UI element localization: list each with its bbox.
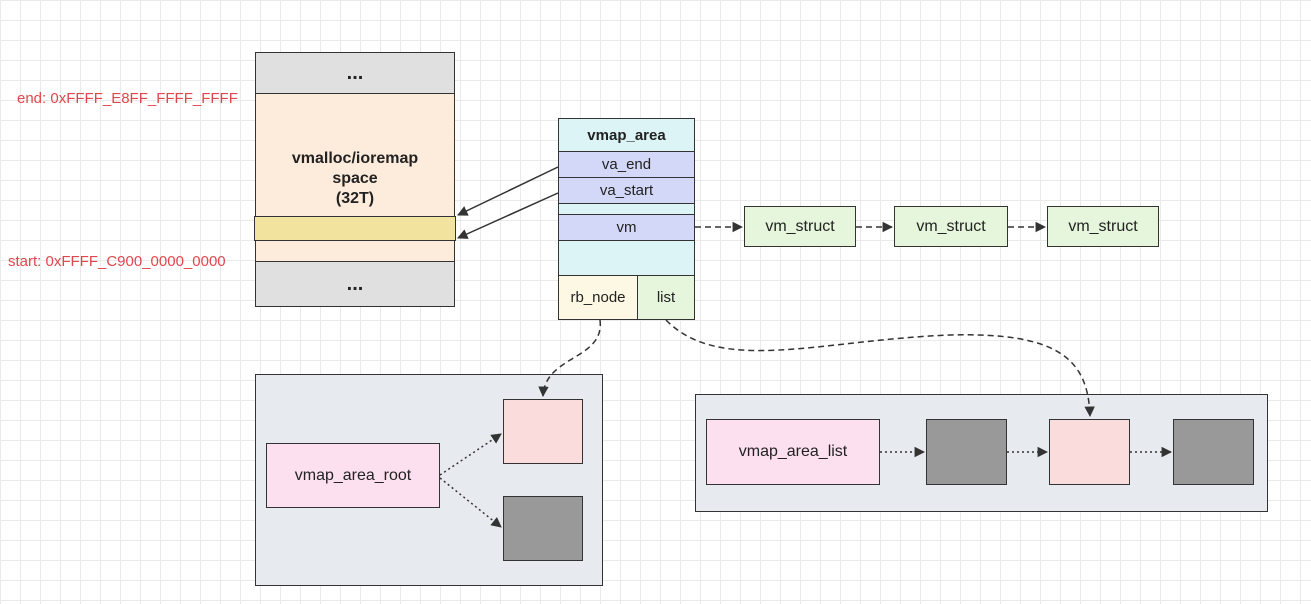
top-ellipsis-text: ...: [346, 61, 364, 84]
vmap-area-header: vmap_area: [558, 118, 695, 152]
list-to-chain-arrow: [665, 319, 1095, 418]
vm-struct-2: vm_struct: [894, 206, 1008, 247]
memory-bottom-ellipsis: ...: [255, 261, 455, 307]
rb-child-node-gray: [503, 496, 583, 561]
vm-label: vm: [616, 219, 637, 236]
vm-struct-1: vm_struct: [744, 206, 856, 247]
vmap-area-title: vmap_area: [587, 126, 666, 144]
va-start-arrow: [457, 192, 559, 239]
vm-struct-3-label: vm_struct: [1068, 217, 1138, 235]
vmalloc-allocated-block: [254, 216, 456, 241]
vmap-area-root-node: vmap_area_root: [266, 443, 440, 508]
rb-node-to-tree-arrow: [538, 319, 601, 398]
start-address-label: start: 0xFFFF_C900_0000_0000: [8, 253, 226, 270]
vm-struct-1-label: vm_struct: [765, 217, 835, 235]
vmap-area-list-label: vmap_area_list: [738, 443, 848, 460]
vmalloc-region: vmalloc/ioremap space (32T): [255, 93, 455, 217]
va-start-label: va_start: [599, 182, 654, 199]
list-node-gray-2: [1173, 419, 1254, 485]
list-node-pink: [1049, 419, 1130, 485]
list-label: list: [656, 289, 676, 306]
va-end-field: va_end: [558, 151, 695, 178]
va-end-label: va_end: [601, 156, 652, 173]
vm-struct-2-label: vm_struct: [916, 217, 986, 235]
bottom-ellipsis-text: ...: [346, 272, 364, 295]
memory-top-ellipsis: ...: [255, 52, 455, 94]
root-to-pink-child: [439, 433, 502, 476]
va-start-field: va_start: [558, 177, 695, 204]
rb-child-node-pink: [503, 399, 583, 464]
vm-struct-3: vm_struct: [1047, 206, 1159, 247]
list-node-gray-1: [926, 419, 1007, 485]
rb-node-label: rb_node: [570, 289, 626, 306]
vmap-area-body: [558, 240, 695, 276]
list-field: list: [637, 275, 695, 320]
vmap-area-root-label: vmap_area_root: [294, 466, 412, 484]
va-end-arrow: [457, 166, 559, 216]
vmap-area-list-head: vmap_area_list: [706, 419, 880, 485]
vmalloc-region-title: vmalloc/ioremap space (32T): [291, 150, 419, 207]
end-address-label: end: 0xFFFF_E8FF_FFFF_FFFF: [17, 90, 238, 107]
rb-node-field: rb_node: [558, 275, 638, 320]
root-to-gray-child: [439, 477, 502, 528]
